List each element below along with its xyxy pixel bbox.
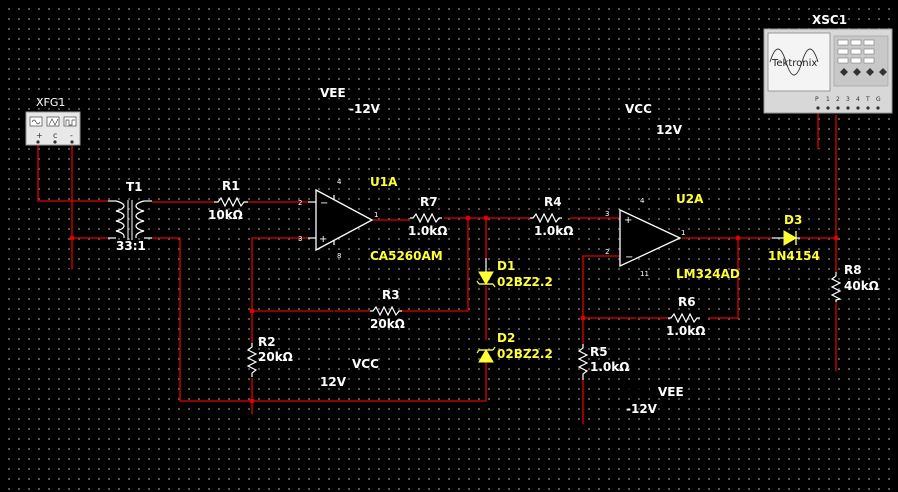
supply-vcc-u1a-voltage: 12V bbox=[320, 375, 347, 389]
resistor-r6-ref: R6 bbox=[678, 295, 696, 309]
resistor-r8-ref: R8 bbox=[844, 263, 862, 277]
supply-vee-u1a-name: VEE bbox=[320, 86, 346, 100]
function-generator-ref: XFG1 bbox=[36, 96, 65, 109]
scope-ch-label: T bbox=[865, 96, 870, 103]
diode-d2-part: 02BZ2.2 bbox=[497, 347, 553, 361]
resistor-r7[interactable] bbox=[410, 212, 442, 224]
waveform-icon bbox=[769, 48, 819, 76]
diode-d3-part: 1N4154 bbox=[768, 249, 820, 263]
opamp-u1a-part: CA5260AM bbox=[370, 249, 443, 263]
opamp-u1a-ref: U1A bbox=[370, 175, 398, 189]
supply-vee-u2a-voltage: -12V bbox=[626, 402, 658, 416]
svg-text:−: − bbox=[320, 198, 328, 209]
resistor-r5-value: 1.0kΩ bbox=[590, 360, 629, 374]
resistor-r1-value: 10kΩ bbox=[208, 208, 243, 222]
u1a-pin-noninv: 3 bbox=[298, 235, 302, 243]
square-wave-icon bbox=[65, 119, 75, 126]
opamp-u2a-ref: U2A bbox=[676, 192, 704, 206]
scope-ch-label: 3 bbox=[846, 96, 850, 103]
resistor-r1-ref: R1 bbox=[222, 179, 240, 193]
diode-d3-ref: D3 bbox=[784, 213, 802, 227]
oscilloscope-channel-labels: P 1 2 3 4 T G bbox=[815, 96, 881, 103]
supply-vcc-u2a-name: VCC bbox=[625, 102, 652, 116]
scope-ch-label: 2 bbox=[836, 96, 840, 103]
resistor-r3[interactable] bbox=[370, 305, 402, 317]
u1a-pin-out: 1 bbox=[374, 211, 378, 219]
u2a-pin-vneg: 11 bbox=[640, 270, 649, 278]
diode-d3[interactable] bbox=[772, 230, 800, 246]
u2a-pin-out: 1 bbox=[681, 229, 685, 237]
supply-vcc-u1a-name: VCC bbox=[352, 357, 379, 371]
u1a-pin-inv: 2 bbox=[298, 199, 302, 207]
scope-ch-label: 4 bbox=[856, 96, 860, 103]
u2a-pin-noninv: 3 bbox=[605, 210, 609, 218]
opamp-u2a-part: LM324AD bbox=[676, 267, 740, 281]
resistor-r7-ref: R7 bbox=[420, 195, 438, 209]
resistor-r4[interactable] bbox=[530, 212, 562, 224]
svg-text:-: - bbox=[70, 131, 73, 140]
resistor-r8[interactable] bbox=[830, 272, 842, 302]
resistor-r1[interactable] bbox=[214, 196, 248, 208]
u2a-pin-inv: 2 bbox=[605, 248, 609, 256]
resistor-r3-value: 20kΩ bbox=[370, 317, 405, 331]
resistor-r6-value: 1.0kΩ bbox=[666, 324, 705, 338]
resistor-r6[interactable] bbox=[668, 312, 700, 324]
diode-d2[interactable] bbox=[476, 346, 496, 363]
resistor-r2[interactable] bbox=[246, 343, 258, 377]
oscilloscope-screen bbox=[767, 32, 831, 92]
ground-icon bbox=[575, 424, 591, 434]
oscilloscope-brand: Tektronix bbox=[771, 58, 817, 69]
resistor-r4-ref: R4 bbox=[544, 195, 562, 209]
oscilloscope[interactable] bbox=[763, 28, 893, 114]
svg-text:−: − bbox=[625, 252, 633, 263]
diode-d1[interactable] bbox=[476, 258, 496, 288]
u2a-pin-vpos: 4 bbox=[640, 197, 645, 205]
ground-icon bbox=[828, 371, 844, 381]
triangle-wave-icon bbox=[48, 118, 59, 126]
diode-d1-part: 02BZ2.2 bbox=[497, 275, 553, 289]
supply-vcc-u2a-voltage: 12V bbox=[656, 123, 683, 137]
transformer-ratio: 33:1 bbox=[116, 239, 146, 253]
oscilloscope-ref: XSC1 bbox=[812, 13, 847, 27]
resistor-r2-ref: R2 bbox=[258, 335, 276, 349]
ground-icon bbox=[244, 414, 260, 424]
svg-text:c: c bbox=[53, 131, 57, 140]
resistor-r2-value: 20kΩ bbox=[258, 350, 293, 364]
junctions bbox=[69, 215, 839, 404]
svg-text:+: + bbox=[319, 234, 327, 245]
resistor-r5[interactable] bbox=[577, 344, 589, 380]
opamp-u2a[interactable]: + − bbox=[619, 208, 682, 268]
ground-icon bbox=[64, 269, 80, 279]
resistor-r3-ref: R3 bbox=[382, 288, 400, 302]
svg-text:+: + bbox=[624, 215, 632, 226]
supply-vee-u1a-voltage: -12V bbox=[349, 102, 381, 116]
scope-ch-label: G bbox=[876, 96, 881, 103]
u1a-pin-vpos: 8 bbox=[337, 252, 341, 260]
resistor-r8-value: 40kΩ bbox=[844, 279, 879, 293]
transformer-ref: T1 bbox=[126, 180, 143, 194]
sine-wave-icon bbox=[31, 119, 41, 125]
u1a-pin-vneg: 4 bbox=[337, 178, 342, 186]
transformer[interactable] bbox=[108, 200, 152, 240]
ground-icon bbox=[810, 149, 826, 159]
function-generator[interactable]: + c - bbox=[25, 111, 81, 146]
power-rails bbox=[333, 100, 638, 388]
opamp-u1a[interactable]: − + bbox=[308, 188, 374, 252]
diode-d1-ref: D1 bbox=[497, 259, 515, 273]
resistor-r7-value: 1.0kΩ bbox=[408, 224, 447, 238]
resistor-r4-value: 1.0kΩ bbox=[534, 224, 573, 238]
diode-d2-ref: D2 bbox=[497, 331, 515, 345]
supply-vee-u2a-name: VEE bbox=[658, 385, 684, 399]
resistor-r5-ref: R5 bbox=[590, 345, 608, 359]
scope-ch-label: P bbox=[815, 96, 819, 103]
scope-ch-label: 1 bbox=[826, 96, 830, 103]
svg-text:+: + bbox=[36, 131, 43, 140]
